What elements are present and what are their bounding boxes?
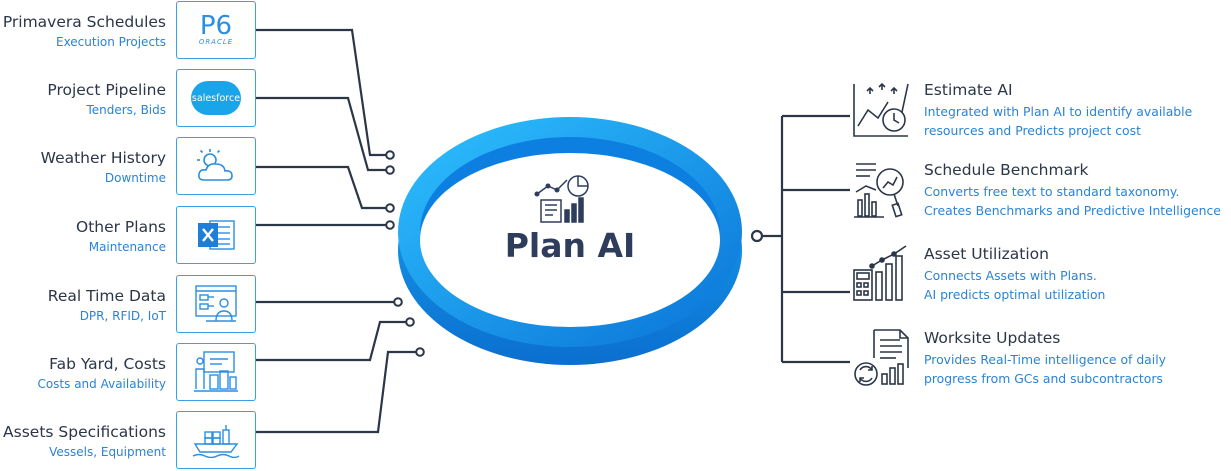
source-real-time-data: Real Time Data DPR, RFID, IoT [0, 275, 256, 335]
output-connector-node [750, 229, 764, 243]
source-other-plans: Other Plans Maintenance [0, 206, 256, 266]
hub-ring [398, 117, 742, 365]
salesforce-logo: salesforce [176, 69, 256, 127]
source-primavera: Primavera Schedules Execution Projects P… [0, 1, 256, 61]
source-subtitle: Vessels, Equipment [49, 445, 166, 459]
source-title: Real Time Data [47, 287, 166, 305]
output-description-line: Creates Benchmarks and Predictive Intell… [924, 203, 1221, 218]
p6-logo-text: P6 [199, 11, 233, 41]
fab-yard-icon [176, 343, 256, 401]
output-title: Estimate AI [924, 81, 1013, 99]
source-title: Primavera Schedules [2, 13, 166, 31]
source-title: Assets Specifications [3, 423, 166, 441]
document-update-icon [850, 328, 912, 390]
source-assets-specifications: Assets Specifications Vessels, Equipment [0, 411, 256, 471]
output-worksite-updates: Worksite Updates Provides Real-Time inte… [850, 328, 1230, 398]
source-project-pipeline: Project Pipeline Tenders, Bids salesforc… [0, 69, 256, 129]
output-description: Converts free text to standard taxonomy.… [924, 182, 1221, 220]
output-description-line: resources and Predicts project cost [924, 123, 1141, 138]
source-title: Fab Yard, Costs [49, 355, 166, 373]
source-title: Project Pipeline [47, 81, 166, 99]
source-title: Other Plans [76, 218, 166, 236]
output-description-line: Integrated with Plan AI to identify avai… [924, 104, 1193, 119]
output-connectors [762, 114, 850, 364]
source-subtitle: Maintenance [88, 240, 166, 254]
output-estimate-ai: Estimate AI Integrated with Plan AI to i… [850, 80, 1230, 150]
output-schedule-benchmark: Schedule Benchmark Converts free text to… [850, 160, 1230, 230]
benchmark-magnifier-icon [850, 160, 912, 222]
output-description-line: Converts free text to standard taxonomy. [924, 184, 1180, 199]
source-subtitle: Costs and Availability [37, 377, 166, 391]
output-description-line: progress from GCs and subcontractors [924, 371, 1163, 386]
source-fab-yard: Fab Yard, Costs Costs and Availability [0, 343, 256, 403]
output-description: Integrated with Plan AI to identify avai… [924, 102, 1192, 140]
source-subtitle: Downtime [104, 171, 166, 185]
output-description: Provides Real-Time intelligence of daily… [924, 350, 1166, 388]
source-connectors [256, 28, 418, 434]
output-description-line: AI predicts optimal utilization [924, 287, 1106, 302]
salesforce-logo-text: salesforce [191, 81, 241, 115]
oracle-logo-text: ORACLE [198, 38, 234, 46]
p6-oracle-logo: P6 ORACLE [176, 1, 256, 59]
output-title: Worksite Updates [924, 329, 1061, 347]
source-title: Weather History [40, 149, 166, 167]
utilization-calculator-icon [850, 244, 912, 306]
source-weather-history: Weather History Downtime [0, 137, 256, 197]
output-title: Schedule Benchmark [924, 161, 1089, 179]
source-subtitle: Tenders, Bids [86, 103, 166, 117]
estimate-chart-icon [850, 80, 912, 142]
source-subtitle: Execution Projects [55, 35, 166, 49]
weather-icon [176, 137, 256, 195]
source-connector-nodes [385, 150, 425, 357]
site-monitor-icon [176, 275, 256, 333]
vessel-icon [176, 411, 256, 469]
source-subtitle: DPR, RFID, IoT [79, 309, 166, 323]
output-description-line: Provides Real-Time intelligence of daily [924, 352, 1166, 367]
output-title: Asset Utilization [924, 245, 1049, 263]
excel-icon [176, 206, 256, 264]
analytics-dashboard-icon [534, 175, 589, 223]
output-asset-utilization: Asset Utilization Connects Assets with P… [850, 244, 1230, 314]
hub-title: Plan AI [504, 226, 636, 265]
output-description-line: Connects Assets with Plans. [924, 268, 1097, 283]
output-description: Connects Assets with Plans. AI predicts … [924, 266, 1105, 304]
